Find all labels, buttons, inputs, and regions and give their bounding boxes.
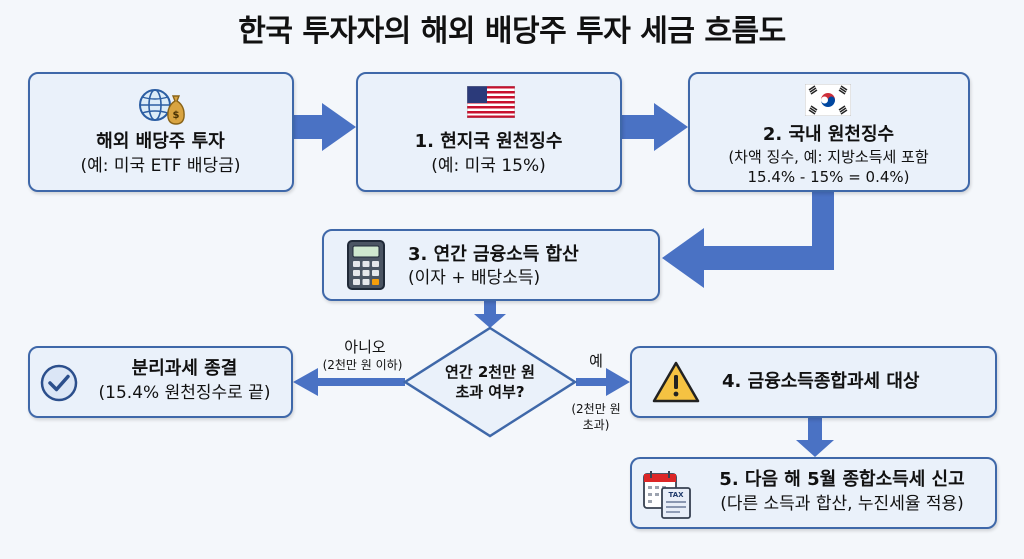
arrow-local-to-domestic bbox=[622, 103, 688, 151]
tax-filing-title: 5. 다음 해 5월 종합소득세 신고 bbox=[719, 469, 965, 490]
globe-moneybag-icon: $ bbox=[139, 89, 185, 125]
edge-no-sub: (2천만 원 이하) bbox=[322, 358, 403, 372]
annual-income-title: 3. 연간 금융소득 합산 bbox=[408, 244, 579, 265]
arrow-decision-to-separate bbox=[293, 368, 405, 396]
decision-text-line1: 연간 2천만 원 bbox=[445, 363, 535, 381]
svg-text:$: $ bbox=[173, 110, 180, 121]
invest-box: $ 해외 배당주 투자 (예: 미국 ETF 배당금) bbox=[28, 72, 294, 192]
svg-text:TAX: TAX bbox=[668, 491, 684, 499]
check-circle-icon bbox=[40, 364, 78, 402]
separate-taxation-sub: (15.4% 원천징수로 끝) bbox=[98, 383, 271, 403]
comprehensive-taxation-box: 4. 금융소득종합과세 대상 bbox=[630, 346, 997, 418]
arrow-invest-to-local bbox=[294, 103, 356, 151]
calendar-tax-form-icon: TAX bbox=[643, 471, 691, 519]
separate-taxation-box: 분리과세 종결 (15.4% 원천징수로 끝) bbox=[28, 346, 293, 418]
invest-title: 해외 배당주 투자 bbox=[96, 131, 225, 152]
domestic-withholding-title: 2. 국내 원천징수 bbox=[762, 124, 895, 145]
tax-filing-box: TAX 5. 다음 해 5월 종합소득세 신고 (다른 소득과 합산, 누진세율… bbox=[630, 457, 997, 529]
edge-no-label: 아니오 bbox=[344, 338, 386, 356]
edge-yes-label: 예 bbox=[589, 352, 603, 370]
edge-yes-sub2: 초과) bbox=[582, 418, 610, 432]
annual-income-box: 3. 연간 금융소득 합산 (이자 + 배당소득) bbox=[322, 229, 660, 301]
arrow-domestic-to-annual bbox=[662, 192, 834, 288]
domestic-withholding-sub2: 15.4% - 15% = 0.4%) bbox=[747, 168, 910, 186]
edge-yes-sub1: (2천만 원 bbox=[571, 402, 621, 416]
tax-filing-sub: (다른 소득과 합산, 누진세율 적용) bbox=[720, 494, 964, 514]
local-withholding-title: 1. 현지국 원천징수 bbox=[414, 131, 563, 152]
local-withholding-box: 1. 현지국 원천징수 (예: 미국 15%) bbox=[356, 72, 622, 192]
warning-icon bbox=[652, 361, 700, 403]
korea-flag-icon bbox=[805, 84, 851, 116]
arrow-decision-to-comprehensive bbox=[576, 368, 630, 396]
us-flag-icon bbox=[467, 86, 515, 118]
decision-diamond-shape bbox=[402, 326, 578, 438]
diagram-title: 한국 투자자의 해외 배당주 투자 세금 흐름도 bbox=[238, 14, 786, 49]
calculator-icon bbox=[347, 240, 385, 290]
decision-text-line2: 초과 여부? bbox=[455, 383, 525, 401]
domestic-withholding-sub1: (차액 징수, 예: 지방소득세 포함 bbox=[728, 148, 929, 166]
comprehensive-taxation-title: 4. 금융소득종합과세 대상 bbox=[722, 371, 920, 392]
arrow-annual-to-decision bbox=[474, 301, 506, 328]
domestic-withholding-box: 2. 국내 원천징수 (차액 징수, 예: 지방소득세 포함 15.4% - 1… bbox=[688, 72, 970, 192]
annual-income-sub: (이자 + 배당소득) bbox=[408, 268, 541, 288]
invest-sub: (예: 미국 ETF 배당금) bbox=[80, 156, 241, 176]
local-withholding-sub: (예: 미국 15%) bbox=[431, 156, 546, 176]
separate-taxation-title: 분리과세 종결 bbox=[131, 358, 238, 379]
arrow-comprehensive-to-filing bbox=[796, 418, 834, 457]
